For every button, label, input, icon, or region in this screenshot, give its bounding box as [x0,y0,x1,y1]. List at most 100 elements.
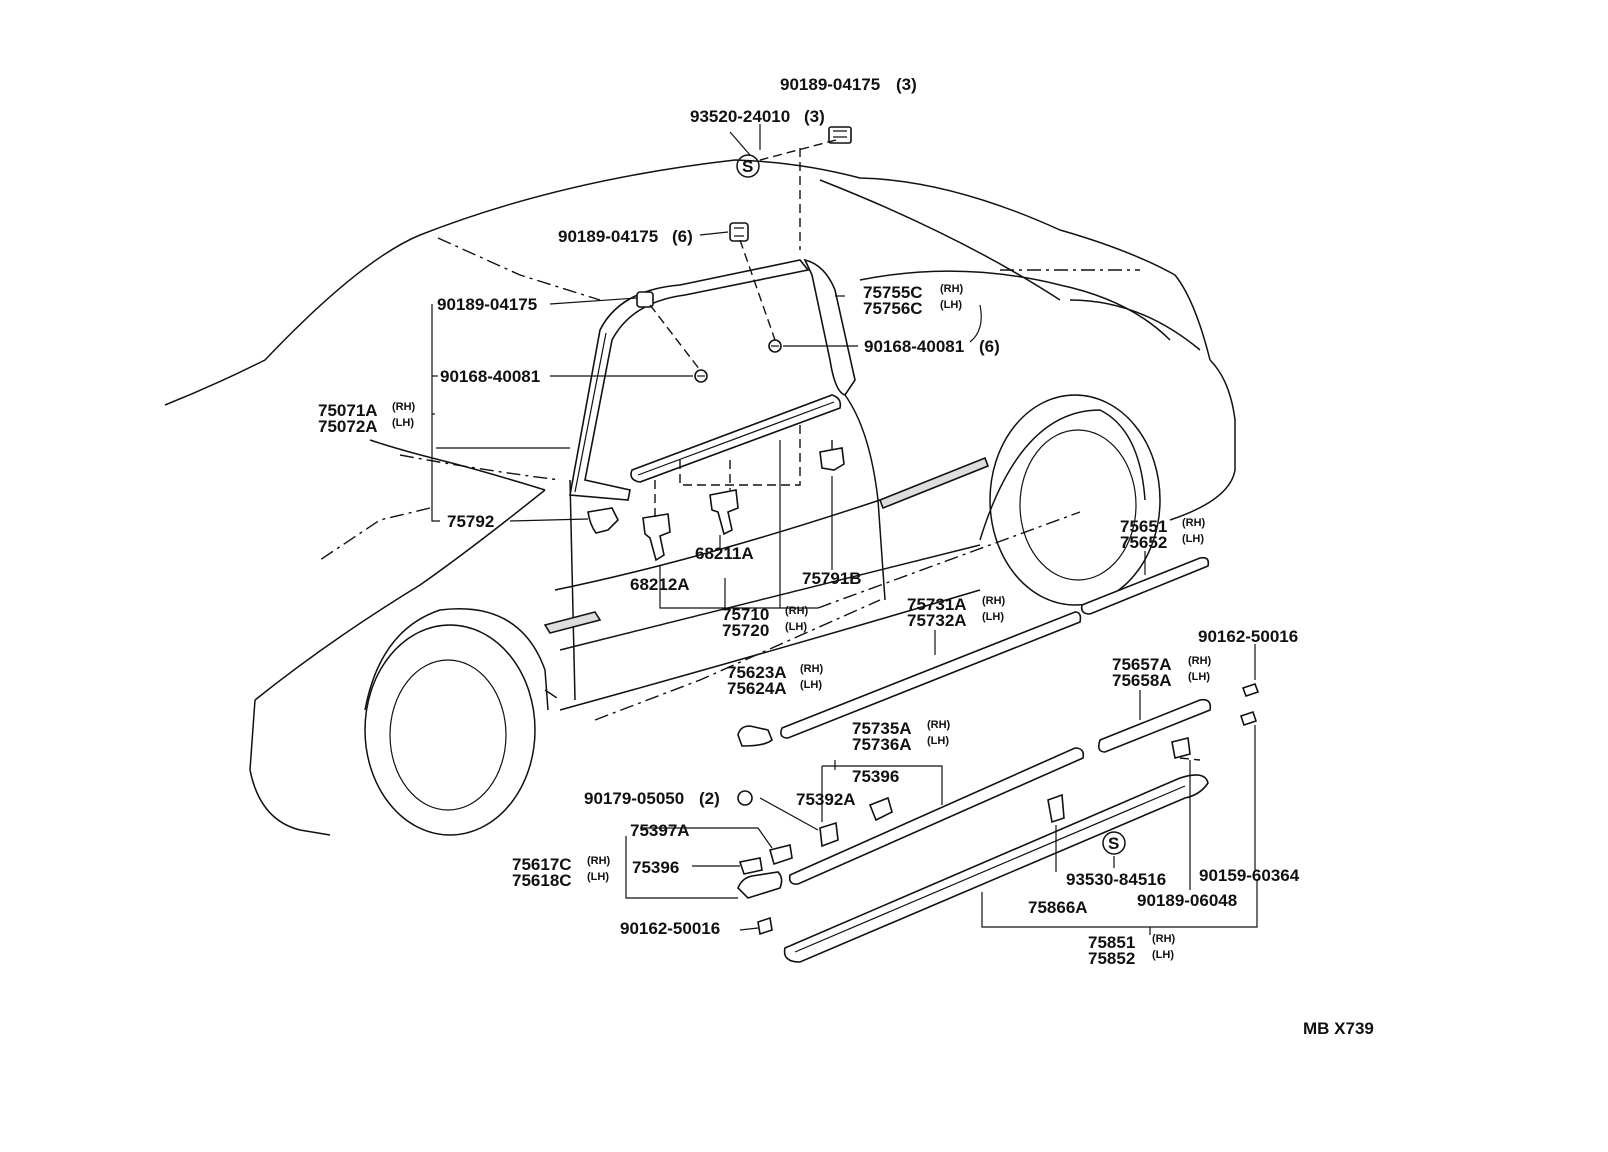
label-75710: 75710 [722,605,769,624]
screw-9016840081-6 [768,339,782,353]
diagram-code: MB X739 [1303,1019,1374,1038]
label-75623A-side: (RH) [800,663,824,675]
leader-lines [431,124,1258,935]
label-75852: 75852 [1088,949,1135,968]
label-75651-side: (RH) [1182,517,1206,529]
clip-68212A [642,513,671,562]
label-75720-side: (LH) [785,621,807,633]
label-90179-05050-qty: (2) [699,789,720,808]
label-75736A-side: (LH) [927,735,949,747]
label-75866A: 75866A [1028,898,1088,917]
clip-75392A [819,821,839,848]
label-90189-04175-3: 90189-04175 [780,75,880,94]
label-75624A: 75624A [727,679,787,698]
label-75617C: 75617C [512,855,572,874]
clip-9018904175-6 [729,222,749,242]
label-75396-a: 75396 [852,767,899,786]
label-75657A: 75657A [1112,655,1172,674]
label-68211A: 68211A [695,544,754,563]
label-93520-24010: 93520-24010 [690,107,790,126]
label-75720: 75720 [722,621,769,640]
label-75396-b: 75396 [632,858,679,877]
label-75618C: 75618C [512,871,572,890]
label-90189-06048: 90189-06048 [1137,891,1237,910]
bolt-9016250016-a [1241,682,1260,698]
label-75756C-side: (LH) [940,299,962,311]
screw-9016840081 [694,369,708,383]
clip-75791B [819,447,845,471]
label-75071A: 75071A [318,401,378,420]
label-75755C-side: (RH) [940,283,964,295]
label-93520-24010-qty: (3) [804,107,825,126]
label-90168-40081-6: 90168-40081 [864,337,964,356]
bolt-9016250016-b [757,916,773,936]
label-75618C-side: (LH) [587,871,609,883]
label-75851-side: (RH) [1152,933,1176,945]
belt-molding [630,394,842,483]
label-90189-04175-6-qty: (6) [672,227,693,246]
label-75731A: 75731A [907,595,967,614]
label-75852-side: (LH) [1152,949,1174,961]
label-75617C-side: (RH) [587,855,611,867]
label-75732A: 75732A [907,611,967,630]
label-93530-84516: 93530-84516 [1066,870,1166,889]
label-75397A: 75397A [630,821,690,840]
label-75756C: 75756C [863,299,923,318]
label-90179-05050: 90179-05050 [584,789,684,808]
label-90168-40081-6-qty: (6) [979,337,1000,356]
molding-75651 [1080,556,1210,615]
molding-75735A [788,747,1085,885]
label-75658A-side: (LH) [1188,671,1210,683]
clip-9018904175 [636,291,654,308]
label-75792: 75792 [447,512,494,531]
label-75623A: 75623A [727,663,787,682]
label-90168-40081: 90168-40081 [440,367,540,386]
label-75791B: 75791B [802,569,862,588]
label-75624A-side: (LH) [800,679,822,691]
clip-roof-9018904175-3 [828,126,852,144]
clip-9017905050 [737,790,753,806]
label-75652: 75652 [1120,533,1167,552]
part-labels: 90189-04175 (3) 93520-24010 (3) 90189-04… [318,75,1374,1038]
clip-75866A [1047,793,1065,824]
label-75851: 75851 [1088,933,1135,952]
label-68212A: 68212A [630,575,690,594]
window-frame-molding [569,259,810,501]
bolt-9015960364 [1239,710,1258,727]
clip-75396-b [738,857,763,875]
label-75710-side: (RH) [785,605,809,617]
seal-mark-s-upper: S [736,154,760,178]
label-90189-04175: 90189-04175 [437,295,537,314]
label-75735A: 75735A [852,719,912,738]
clip-75396-a [868,796,893,822]
clip-68211A [709,489,739,536]
label-75731A-side: (RH) [982,595,1006,607]
label-75072A: 75072A [318,417,378,436]
label-90162-50016-a: 90162-50016 [1198,627,1298,646]
car-body-outline [164,159,1236,836]
label-75732A-side: (LH) [982,611,1004,623]
label-75392A: 75392A [796,790,856,809]
molding-75623A [737,725,773,747]
svg-text:S: S [1108,834,1119,853]
label-75652-side: (LH) [1182,533,1204,545]
label-90189-04175-3-qty: (3) [896,75,917,94]
svg-text:S: S [742,157,753,176]
label-75755C: 75755C [863,283,923,302]
seal-mark-s-lower: S [1102,831,1126,855]
label-90159-60364: 90159-60364 [1199,866,1300,885]
rear-frame-molding [803,258,856,396]
clip-75397A [769,844,793,866]
label-75735A-side: (RH) [927,719,951,731]
label-75657A-side: (RH) [1188,655,1212,667]
label-75071A-side: (RH) [392,401,416,413]
clip-9018906048 [1171,737,1191,759]
molding-75657A [1098,698,1212,753]
label-75736A: 75736A [852,735,912,754]
rocker-molding-75851 [783,774,1209,963]
clip-75792 [587,507,619,534]
label-75651: 75651 [1120,517,1167,536]
molding-75731A [780,611,1082,739]
label-75072A-side: (LH) [392,417,414,429]
